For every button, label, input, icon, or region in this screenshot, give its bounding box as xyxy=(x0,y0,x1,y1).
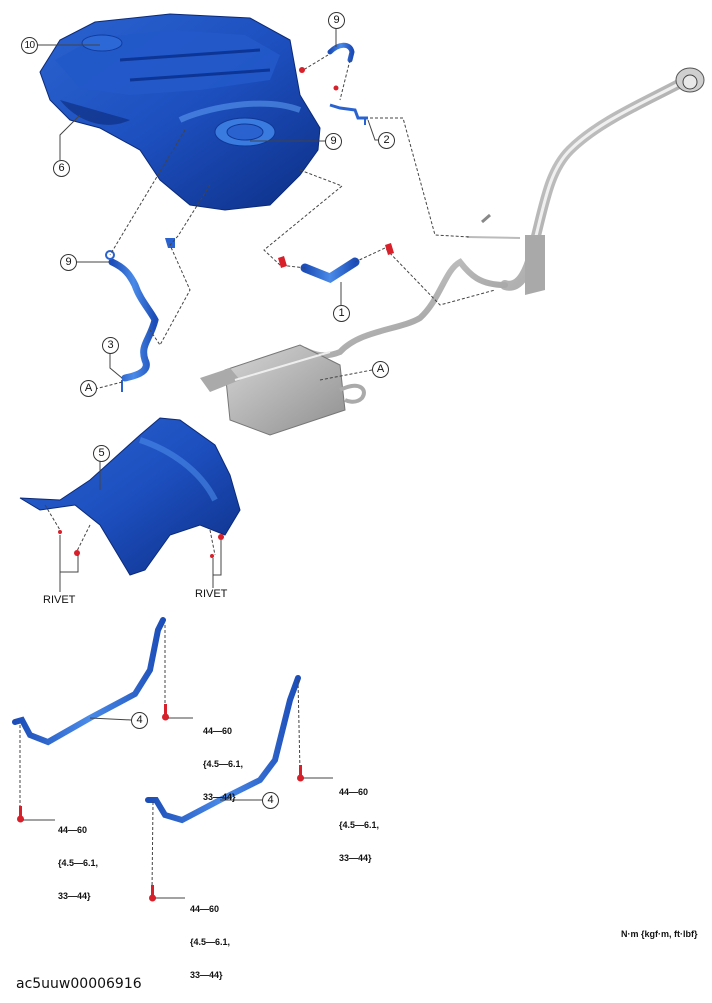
torque-spec-3: 44—60 {4.5—6.1, 33—44} xyxy=(339,765,379,886)
torque-spec-2-nm: 44—60 xyxy=(58,825,88,835)
torque-spec-1-kgf: {4.5—6.1, xyxy=(203,759,244,769)
torque-spec-3-nm: 44—60 xyxy=(339,787,369,797)
connection-lines xyxy=(19,54,496,893)
torque-spec-3-kgf: {4.5—6.1, xyxy=(339,820,380,830)
leader-lines xyxy=(23,27,378,899)
callout-10: 10 xyxy=(21,37,38,54)
figure-id: ac5uuw00006916 xyxy=(16,976,142,992)
torque-spec-4-nm: 44—60 xyxy=(190,904,220,914)
torque-units-legend: N·m {kgf·m, ft·lbf} xyxy=(621,929,698,939)
callout-4-left: 4 xyxy=(131,712,148,729)
callout-3: 3 xyxy=(102,337,119,354)
callout-9: 9 xyxy=(325,133,342,150)
filler-pipe xyxy=(302,67,705,359)
vent-pipe-2 xyxy=(329,103,368,125)
torque-spec-2-kgf: {4.5—6.1, xyxy=(58,858,99,868)
insulator-5 xyxy=(19,417,241,576)
clip-connector xyxy=(165,238,175,248)
torque-spec-4-ftlbf: 33—44} xyxy=(190,970,223,980)
ref-mark-a-left: A xyxy=(80,380,97,397)
callout-4-right: 4 xyxy=(262,792,279,809)
charcoal-canister xyxy=(200,344,366,436)
callout-6: 6 xyxy=(53,160,70,177)
torque-spec-1-nm: 44—60 xyxy=(203,726,233,736)
torque-spec-1: 44—60 {4.5—6.1, 33—44} xyxy=(203,704,243,825)
ref-mark-a-right: A xyxy=(372,361,389,378)
torque-spec-2: 44—60 {4.5—6.1, 33—44} xyxy=(58,803,98,924)
callout-5: 5 xyxy=(93,445,110,462)
hose-1 xyxy=(300,257,360,284)
callout-1: 1 xyxy=(333,305,350,322)
callout-8: 9 xyxy=(60,254,77,271)
torque-spec-3-ftlbf: 33—44} xyxy=(339,853,372,863)
fasteners xyxy=(17,67,394,902)
rivet-label-right: RIVET xyxy=(195,588,228,600)
callout-7: 9 xyxy=(328,12,345,29)
callout-2: 2 xyxy=(378,132,395,149)
torque-spec-4: 44—60 {4.5—6.1, 33—44} xyxy=(190,882,230,1003)
vent-hose-7 xyxy=(327,42,355,63)
torque-spec-1-ftlbf: 33—44} xyxy=(203,792,236,802)
rivet-label-left: RIVET xyxy=(43,594,76,606)
torque-spec-4-kgf: {4.5—6.1, xyxy=(190,937,231,947)
fuel-tank xyxy=(39,13,321,211)
torque-spec-2-ftlbf: 33—44} xyxy=(58,891,91,901)
